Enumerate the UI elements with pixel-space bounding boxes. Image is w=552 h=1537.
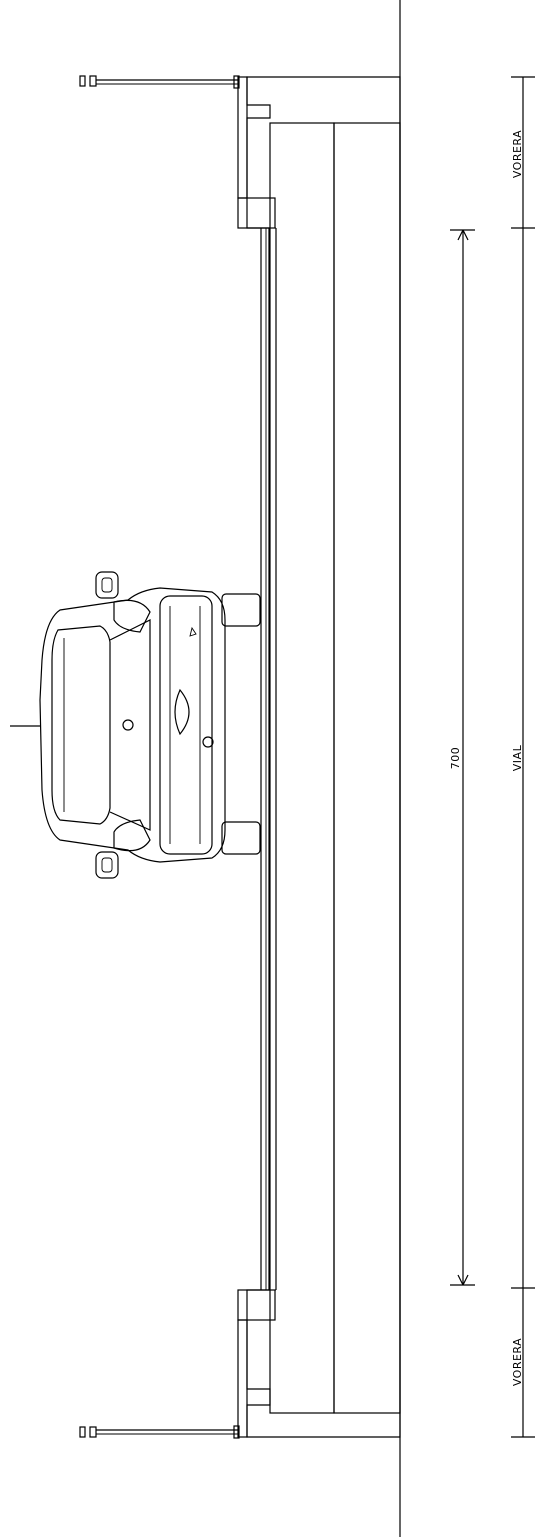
label-road-width: 700	[449, 747, 462, 770]
label-sidewalk-bottom: VORERA	[511, 1338, 524, 1386]
label-sidewalk-top: VORERA	[511, 130, 524, 178]
curb-bottom	[237, 1289, 276, 1321]
dimension-overall	[511, 76, 535, 1438]
paving-layer	[333, 122, 401, 1414]
curb-top	[237, 197, 276, 229]
vehicle-outline	[10, 571, 261, 879]
label-roadway: VIAL	[511, 744, 524, 771]
base-layer	[269, 122, 335, 1414]
sidewalk-strip-top	[237, 76, 248, 199]
dimension-road-width	[450, 229, 475, 1286]
sidewalk-strip-bottom	[237, 1319, 248, 1438]
railing-top	[79, 75, 240, 89]
railing-bottom	[79, 1425, 240, 1439]
